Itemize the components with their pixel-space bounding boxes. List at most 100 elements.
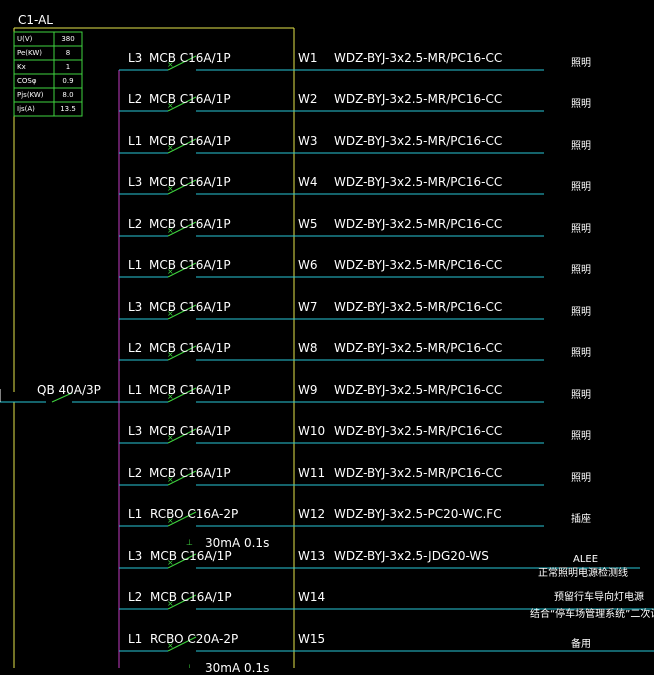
circuit-load: ALEE — [573, 554, 599, 565]
circuit-breaker: MCB C16A/1P — [149, 134, 231, 148]
breaker-x-mark: × — [167, 350, 174, 359]
breaker-contact — [167, 387, 197, 403]
circuit-load: 照明 — [571, 348, 591, 359]
circuit-load: 照明 — [571, 390, 591, 401]
param-value: 8.0 — [62, 91, 74, 99]
breaker-contact — [167, 428, 197, 444]
circuit-load: 照明 — [571, 182, 591, 193]
circuit-load: 照明 — [571, 431, 591, 442]
circuit-breaker: RCBO C16A-2P — [150, 507, 239, 521]
circuit-phase: L2 — [128, 217, 143, 231]
breaker-x-mark: × — [167, 433, 174, 442]
circuit-phase: L3 — [128, 424, 143, 438]
rcd-symbol: ⊥ — [186, 538, 193, 547]
param-label: Kx — [17, 63, 26, 71]
breaker-x-mark: × — [167, 475, 174, 484]
circuit-id: W6 — [298, 258, 318, 272]
circuit-breaker: MCB C16A/1P — [149, 466, 231, 480]
circuit-id: W4 — [298, 175, 318, 189]
param-label: Pe(KW) — [17, 49, 43, 57]
breaker-contact — [167, 221, 197, 237]
param-label: Ijs(A) — [17, 105, 35, 113]
param-value: 0.9 — [62, 77, 74, 85]
circuit-cable: WDZ-BYJ-3x2.5-MR/PC16-CC — [334, 51, 503, 65]
breaker-contact — [167, 96, 197, 112]
breaker-contact — [167, 262, 197, 278]
circuit-breaker: MCB C16A/1P — [149, 383, 231, 397]
breaker-x-mark: × — [167, 558, 174, 567]
breaker-contact — [167, 511, 197, 527]
breaker-contact — [167, 594, 197, 610]
circuit-phase: L3 — [128, 300, 143, 314]
circuit-load: 插座 — [571, 514, 591, 525]
circuit-load-2: 结合“停车场管理系统”二次设计 — [530, 609, 654, 620]
breaker-contact — [167, 553, 197, 569]
circuit-phase: L1 — [128, 383, 143, 397]
circuit-cable: WDZ-BYJ-3x2.5-MR/PC16-CC — [334, 134, 503, 148]
circuit-phase: L2 — [128, 466, 143, 480]
param-label: COSφ — [17, 77, 37, 85]
circuit-cable: WDZ-BYJ-3x2.5-MR/PC16-CC — [334, 258, 503, 272]
circuit-id: W5 — [298, 217, 318, 231]
circuit-id: W2 — [298, 92, 318, 106]
circuit-load: 备用 — [571, 639, 591, 650]
breaker-x-mark: × — [167, 641, 174, 650]
circuit-phase: L2 — [128, 341, 143, 355]
circuit-cable: WDZ-BYJ-3x2.5-JDG20-WS — [334, 549, 489, 563]
circuit-phase: L3 — [128, 549, 143, 563]
rcd-rating: 30mA 0.1s — [205, 661, 270, 675]
circuit-phase: L2 — [128, 92, 143, 106]
param-value: 1 — [65, 63, 71, 71]
breaker-contact — [167, 304, 197, 320]
param-label: Pjs(KW) — [17, 91, 44, 99]
breaker-x-mark: × — [167, 599, 174, 608]
circuit-phase: L1 — [128, 632, 143, 646]
circuit-cable: WDZ-BYJ-3x2.5-MR/PC16-CC — [334, 175, 503, 189]
breaker-contact — [167, 55, 197, 71]
circuit-load: 照明 — [571, 265, 591, 276]
rcd-rating: 30mA 0.1s — [205, 536, 270, 550]
breaker-contact — [167, 138, 197, 154]
circuit-id: W14 — [298, 590, 326, 604]
circuit-cable: WDZ-BYJ-3x2.5-MR/PC16-CC — [334, 383, 503, 397]
circuit-load: 照明 — [571, 58, 591, 69]
main-breaker-label: QB 40A/3P — [37, 383, 101, 397]
breaker-x-mark: × — [167, 392, 174, 401]
breaker-x-mark: × — [167, 226, 174, 235]
breaker-contact — [167, 179, 197, 195]
circuit-breaker: MCB C16A/1P — [149, 258, 231, 272]
circuit-breaker: MCB C16A/1P — [149, 92, 231, 106]
circuit-phase: L1 — [128, 258, 143, 272]
circuit-cable: WDZ-BYJ-3x2.5-MR/PC16-CC — [334, 466, 503, 480]
param-value: 8 — [65, 49, 71, 57]
breaker-x-mark: × — [167, 309, 174, 318]
circuit-cable: WDZ-BYJ-3x2.5-MR/PC16-CC — [334, 300, 503, 314]
circuit-phase: L3 — [128, 175, 143, 189]
circuit-load: 照明 — [571, 99, 591, 110]
main-breaker-contact — [51, 392, 73, 403]
circuit-breaker: MCB C16A/1P — [149, 424, 231, 438]
circuit-breaker: MCB C16A/1P — [149, 300, 231, 314]
circuit-phase: L1 — [128, 507, 143, 521]
circuit-breaker: MCB C16A/1P — [149, 341, 231, 355]
breaker-x-mark: × — [167, 516, 174, 525]
circuit-load: 照明 — [571, 224, 591, 235]
breaker-x-mark: × — [167, 184, 174, 193]
circuit-load: 照明 — [571, 307, 591, 318]
circuit-cable: WDZ-BYJ-3x2.5-PC20-WC.FC — [334, 507, 502, 521]
circuit-id: W9 — [298, 383, 318, 397]
circuit-id: W11 — [298, 466, 326, 480]
circuit-id: W7 — [298, 300, 318, 314]
circuit-cable: WDZ-BYJ-3x2.5-MR/PC16-CC — [334, 92, 503, 106]
circuit-id: W15 — [298, 632, 326, 646]
breaker-contact — [167, 345, 197, 361]
param-value: 380 — [61, 35, 75, 43]
circuit-load: 照明 — [571, 141, 591, 152]
circuit-breaker: MCB C16A/1P — [149, 175, 231, 189]
circuit-load: 照明 — [571, 473, 591, 484]
circuit-breaker: MCB C16A/1P — [149, 51, 231, 65]
param-value: 13.5 — [60, 105, 76, 113]
circuit-load-2: 正常照明电源检测线 — [538, 568, 628, 579]
circuit-id: W12 — [298, 507, 326, 521]
